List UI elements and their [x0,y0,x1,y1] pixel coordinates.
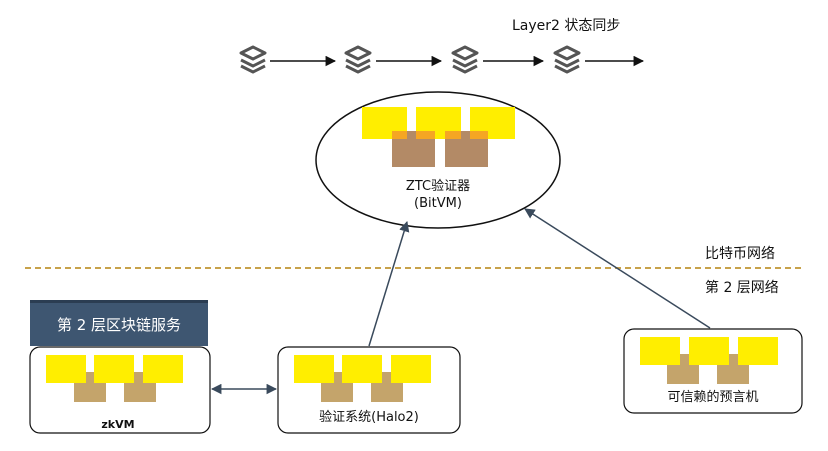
oracle-label: 可信赖的预言机 [667,389,758,405]
zkvm-label: zkVM [101,418,134,431]
arrow-oracle-to-ztc [524,208,711,329]
oracle-blocks [640,337,778,384]
verify-system-blocks [294,355,431,402]
ztc-blocks [362,107,515,167]
verify-system-label: 验证系统(Halo2) [319,409,419,425]
ztc-label: ZTC验证器 [406,178,470,194]
layer2-network-label: 第 2 层网络 [705,279,779,296]
banner-label: 第 2 层区块链服务 [56,316,182,334]
zkvm-blocks [46,355,183,402]
stacked-layers-icon [239,45,267,74]
stacked-layers-icon [344,45,372,74]
ztc-sublabel: (BitVM) [414,196,462,211]
layer2-services-banner: 第 2 层区块链服务 [30,300,208,346]
stacked-layers-icon [451,45,479,74]
bitcoin-network-label: 比特币网络 [705,246,775,262]
arrow-verify-to-ztc [368,220,410,347]
layer2-sync-label: Layer2 状态同步 [512,18,620,34]
stacked-layers-icon [553,45,581,74]
